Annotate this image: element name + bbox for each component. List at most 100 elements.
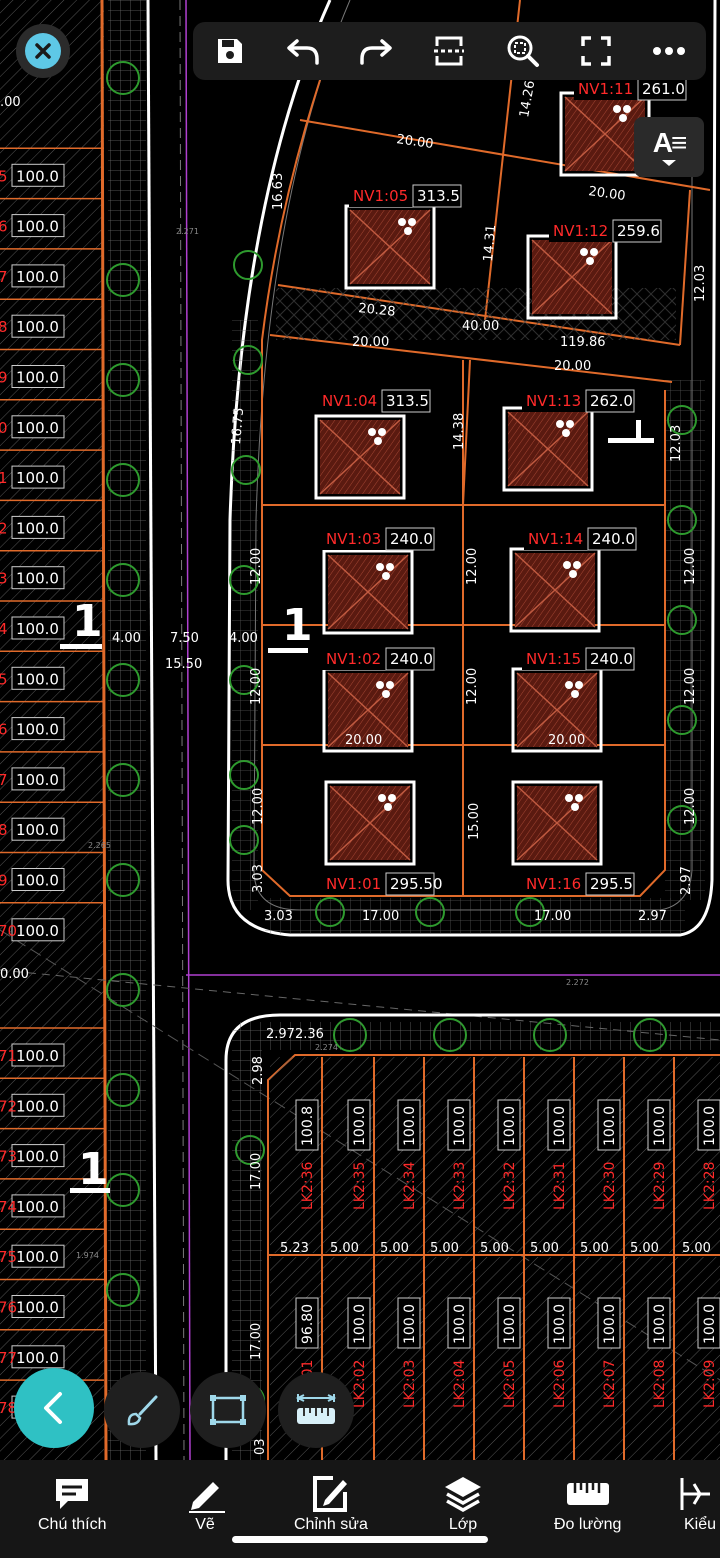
villa-id-label: NV1:15 bbox=[526, 650, 581, 668]
section-button[interactable] bbox=[425, 27, 473, 75]
lot-number: 6 bbox=[0, 721, 8, 739]
lot-number: 72 bbox=[0, 1097, 17, 1115]
nav-edit[interactable]: Chỉnh sửa bbox=[294, 1472, 368, 1534]
lot-number: 7 bbox=[0, 771, 8, 789]
lot-value-box bbox=[11, 465, 65, 489]
dim-label: 16.75 bbox=[229, 407, 247, 445]
lot-value-box bbox=[11, 415, 65, 439]
dim-label: 12.00 bbox=[465, 668, 480, 705]
redo-icon bbox=[360, 39, 392, 65]
chevron-left-icon bbox=[44, 1392, 62, 1424]
lot-value: 100.0 bbox=[16, 167, 59, 185]
dim-label: 119.86 bbox=[560, 335, 606, 350]
dim-label: 2.97 bbox=[638, 909, 667, 924]
lot-value-box bbox=[11, 515, 65, 539]
nav-annotation[interactable]: Chú thích bbox=[38, 1472, 106, 1534]
nav-layers[interactable]: Lớp bbox=[442, 1472, 484, 1534]
lot-number: 77 bbox=[0, 1349, 17, 1367]
undo-button[interactable] bbox=[279, 27, 327, 75]
lot-value-box bbox=[11, 1093, 65, 1117]
close-button[interactable] bbox=[16, 24, 70, 78]
zoom-button[interactable] bbox=[499, 27, 547, 75]
brush-button[interactable] bbox=[104, 1372, 180, 1448]
dim-label: 14.26 bbox=[517, 79, 538, 118]
dim-label: 20.00 bbox=[548, 733, 585, 748]
lot-area: 100.0 bbox=[402, 1304, 418, 1344]
lot-value: 100.0 bbox=[16, 872, 59, 890]
save-button[interactable] bbox=[206, 27, 254, 75]
survey-label: 2.274 bbox=[315, 1043, 338, 1052]
lot-id: LK2:30 bbox=[602, 1162, 618, 1210]
nav-style[interactable]: Kiểu bbox=[680, 1472, 720, 1534]
rectangle-select-icon bbox=[210, 1395, 246, 1425]
dim-label: 7.50 bbox=[170, 631, 199, 646]
lot-number: 76 bbox=[0, 1299, 17, 1317]
rectangle-button[interactable] bbox=[190, 1372, 266, 1448]
dim-label: 5.00 bbox=[430, 1241, 459, 1256]
nav-draw[interactable]: Vẽ bbox=[185, 1472, 225, 1534]
survey-label: 2.271 bbox=[176, 227, 199, 236]
dim-label: 20.00 bbox=[395, 132, 434, 152]
lot-id: LK2:08 bbox=[652, 1360, 668, 1408]
dim-label: 0.00 bbox=[0, 967, 29, 982]
back-button[interactable] bbox=[14, 1368, 94, 1448]
dim-label: 15.50 bbox=[165, 657, 202, 672]
dim-label: 12.00 bbox=[249, 548, 264, 585]
undo-icon bbox=[287, 39, 319, 65]
lot-area: 100.0 bbox=[502, 1106, 518, 1146]
villa-id-label: NV1:12 bbox=[553, 222, 608, 240]
dim-label: 5.00 bbox=[580, 1241, 609, 1256]
lot-number: 7 bbox=[0, 268, 8, 286]
lot-value-box bbox=[11, 817, 65, 841]
lot-value-box bbox=[11, 1194, 65, 1218]
fullscreen-button[interactable] bbox=[572, 27, 620, 75]
dim-label: 2.972.36 bbox=[266, 1027, 324, 1042]
redo-button[interactable] bbox=[352, 27, 400, 75]
nav-measure[interactable]: Đo lường bbox=[554, 1472, 621, 1534]
style-icon bbox=[680, 1478, 710, 1510]
lot-number: 4 bbox=[0, 620, 8, 638]
dim-label: 17.00 bbox=[249, 1323, 264, 1360]
text-style-button[interactable]: A≡ bbox=[634, 117, 704, 177]
ruler-button[interactable] bbox=[278, 1372, 354, 1448]
dim-label: 5.23 bbox=[280, 1241, 309, 1256]
villa-area-label: 313.5 bbox=[386, 392, 429, 410]
dim-label: 5.00 bbox=[630, 1241, 659, 1256]
dim-label: 20.00 bbox=[345, 733, 382, 748]
lot-value: 100.0 bbox=[16, 1047, 59, 1065]
lot-value-box bbox=[11, 1244, 65, 1268]
lot-id: LK2:28 bbox=[702, 1162, 718, 1210]
more-button[interactable] bbox=[645, 27, 693, 75]
dim-label: 4.00 bbox=[112, 631, 141, 646]
villa-area-label: 240.0 bbox=[592, 530, 635, 548]
